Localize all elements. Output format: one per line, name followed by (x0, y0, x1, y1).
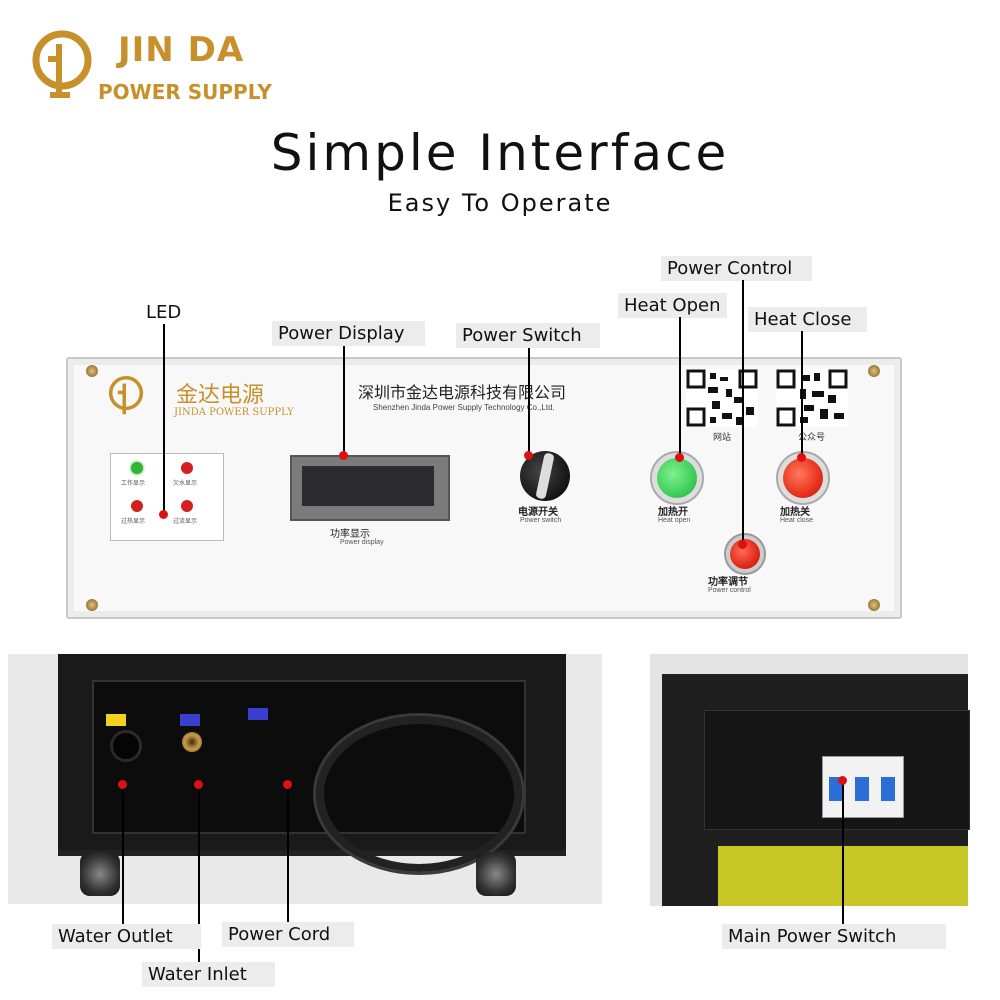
callout-line (842, 782, 844, 926)
led-water-shortage-indicator (181, 462, 193, 474)
display-caption-en: Power display (340, 539, 384, 546)
callout-marker (797, 453, 806, 462)
screw-icon (868, 365, 880, 377)
caster-wheel-icon (476, 852, 516, 896)
callout-line (343, 346, 345, 456)
heat-open-caption-cn: 加热开 (658, 507, 688, 518)
control-caption-en: Power control (708, 587, 751, 594)
brand-name: JIN DA (118, 30, 245, 70)
screw-icon (86, 599, 98, 611)
callout-line (679, 317, 681, 457)
control-caption-cn: 功率调节 (708, 577, 748, 588)
callout-water-outlet: Water Outlet (52, 924, 201, 949)
callout-line (528, 348, 530, 456)
water-outlet-port (110, 730, 142, 762)
control-panel: 金达电源 JINDA POWER SUPPLY 深圳市金达电源科技有限公司 Sh… (66, 357, 902, 619)
callout-marker (159, 510, 168, 519)
callout-line (801, 331, 803, 457)
machine-rear-cabinet (58, 654, 566, 896)
led-label: 欠水显示 (173, 481, 198, 487)
callout-marker (194, 780, 203, 789)
heat-open-caption-en: Heat open (658, 517, 691, 524)
water-inlet-port (182, 732, 202, 752)
callout-marker (118, 780, 127, 789)
switch-caption-en: Power switch (520, 517, 562, 524)
callout-line (742, 280, 744, 544)
screw-icon (86, 365, 98, 377)
led-label: 工作显示 (121, 481, 146, 487)
callout-marker (524, 451, 533, 460)
callout-marker (838, 776, 847, 785)
page-subtitle: Easy To Operate (387, 189, 613, 217)
led-indicator-panel: 工作显示 欠水显示 过热显示 过流显示 (110, 453, 224, 541)
callout-led: LED (146, 302, 182, 323)
display-caption-cn: 功率显示 (330, 529, 370, 540)
led-overheat-indicator (131, 500, 143, 512)
callout-marker (675, 453, 684, 462)
callout-heat-open: Heat Open (618, 293, 727, 318)
callout-power-cord: Power Cord (222, 922, 355, 947)
led-label: 过流显示 (173, 519, 198, 525)
callout-power-switch: Power Switch (456, 323, 600, 348)
breaker-photo (650, 654, 970, 906)
callout-line (163, 324, 165, 514)
heat-close-caption-cn: 加热关 (780, 507, 810, 518)
qr-caption-official: 公众号 (798, 432, 826, 442)
power-display-screen (290, 455, 450, 521)
jinda-logo-icon (32, 30, 92, 98)
switch-caption-cn: 电源开关 (518, 507, 558, 518)
caster-wheel-icon (80, 852, 120, 896)
page-title: Simple Interface (270, 124, 730, 182)
company-name-en: Shenzhen Jinda Power Supply Technology C… (373, 403, 555, 412)
main-power-switch-breaker[interactable] (822, 756, 904, 818)
brand-tagline: POWER SUPPLY (98, 80, 272, 104)
callout-marker (738, 540, 747, 549)
panel-logo-icon (108, 375, 144, 415)
qr-code-website-icon (686, 369, 758, 427)
heat-close-caption-en: Heat close (780, 517, 814, 524)
power-control-knob[interactable] (724, 533, 766, 575)
callout-line (287, 786, 289, 924)
callout-water-inlet: Water Inlet (142, 962, 275, 987)
callout-line (198, 786, 200, 962)
screw-icon (868, 599, 880, 611)
qr-code-official-icon (776, 369, 848, 427)
panel-logo-cn: 金达电源 (176, 383, 265, 408)
led-label: 过热显示 (121, 519, 146, 525)
heat-close-button[interactable] (776, 451, 830, 505)
panel-logo-en: JINDA POWER SUPPLY (174, 407, 294, 418)
callout-line (122, 786, 124, 926)
power-cord-coil (316, 716, 522, 872)
callout-heat-close: Heat Close (748, 307, 868, 332)
callout-power-display: Power Display (272, 321, 425, 346)
heat-open-button[interactable] (650, 451, 704, 505)
callout-main-power-switch: Main Power Switch (722, 924, 947, 949)
callout-marker (339, 451, 348, 460)
qr-caption-website: 网站 (713, 432, 732, 442)
callout-power-control: Power Control (661, 256, 813, 281)
company-name-cn: 深圳市金达电源科技有限公司 (358, 383, 567, 402)
callout-marker (283, 780, 292, 789)
led-working-indicator (131, 462, 143, 474)
led-overcurrent-indicator (181, 500, 193, 512)
